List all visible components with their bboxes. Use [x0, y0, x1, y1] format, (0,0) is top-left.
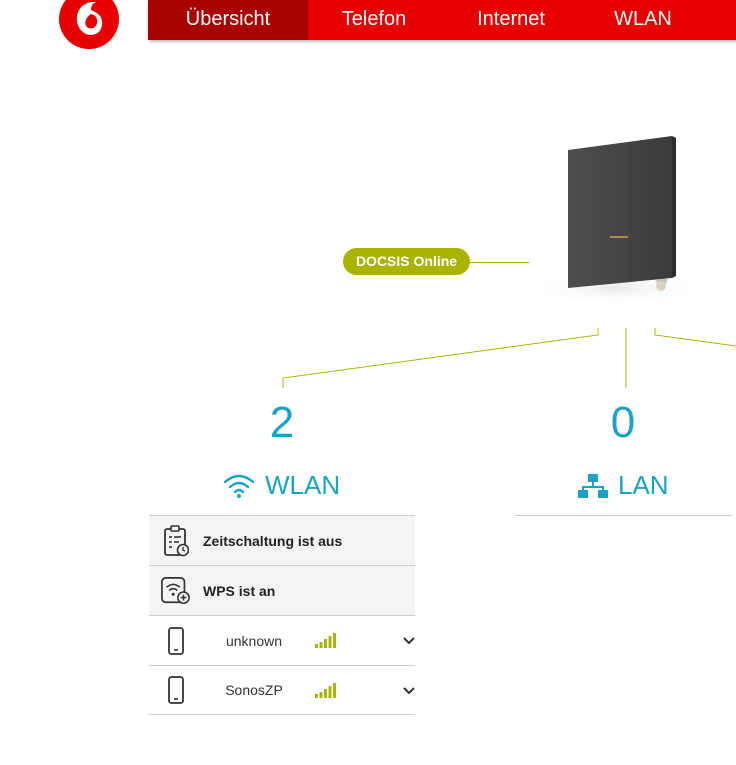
- device-name: SonosZP: [225, 682, 283, 698]
- nav-tab-uebersicht[interactable]: Übersicht: [148, 0, 308, 40]
- schedule-icon: [161, 524, 191, 556]
- phone-icon: [161, 675, 191, 705]
- wlan-title-label: WLAN: [265, 470, 341, 500]
- nav-tab-label: Internet: [477, 8, 545, 30]
- wlan-section-title[interactable]: WLAN: [223, 470, 340, 501]
- chevron-down-icon[interactable]: [403, 686, 415, 695]
- nav-tab-wlan[interactable]: WLAN: [582, 0, 704, 40]
- signal-strength-icon: [315, 683, 336, 698]
- wlan-panel: Zeitschaltung ist aus WPS ist an unknown: [149, 515, 415, 715]
- nav-tab-label: Telefon: [341, 8, 407, 30]
- wps-icon: [161, 576, 191, 606]
- wlan-device-count: 2: [269, 398, 295, 447]
- lan-panel-divider: [515, 515, 732, 516]
- nav-tab-label: Übersicht: [185, 8, 271, 30]
- lan-section-title[interactable]: LAN: [578, 470, 669, 501]
- signal-strength-icon: [315, 633, 336, 648]
- nav-tab-label: WLAN: [614, 8, 672, 30]
- nav-tab-telefon[interactable]: Telefon: [308, 0, 440, 40]
- vodafone-logo-icon[interactable]: [58, 0, 120, 50]
- wps-status-label: WPS ist an: [203, 582, 276, 599]
- lan-device-count: 0: [610, 398, 636, 447]
- phone-icon: [161, 626, 191, 656]
- nav-tab-internet[interactable]: Internet: [440, 0, 582, 40]
- device-row[interactable]: unknown: [149, 615, 415, 665]
- wps-setting-row[interactable]: WPS ist an: [149, 565, 415, 615]
- device-row[interactable]: SonosZP: [149, 665, 415, 715]
- status-connector-line: [470, 262, 529, 263]
- lan-title-label: LAN: [618, 470, 669, 500]
- schedule-setting-row[interactable]: Zeitschaltung ist aus: [149, 515, 415, 565]
- wifi-icon: [223, 474, 255, 498]
- schedule-status-label: Zeitschaltung ist aus: [203, 532, 343, 549]
- chevron-down-icon[interactable]: [403, 636, 415, 645]
- main-nav: Übersicht Telefon Internet WLAN: [148, 0, 736, 40]
- network-icon: [578, 473, 608, 498]
- docsis-status-badge[interactable]: DOCSIS Online: [343, 248, 470, 275]
- device-name: unknown: [225, 632, 283, 649]
- router-image[interactable]: [520, 128, 690, 308]
